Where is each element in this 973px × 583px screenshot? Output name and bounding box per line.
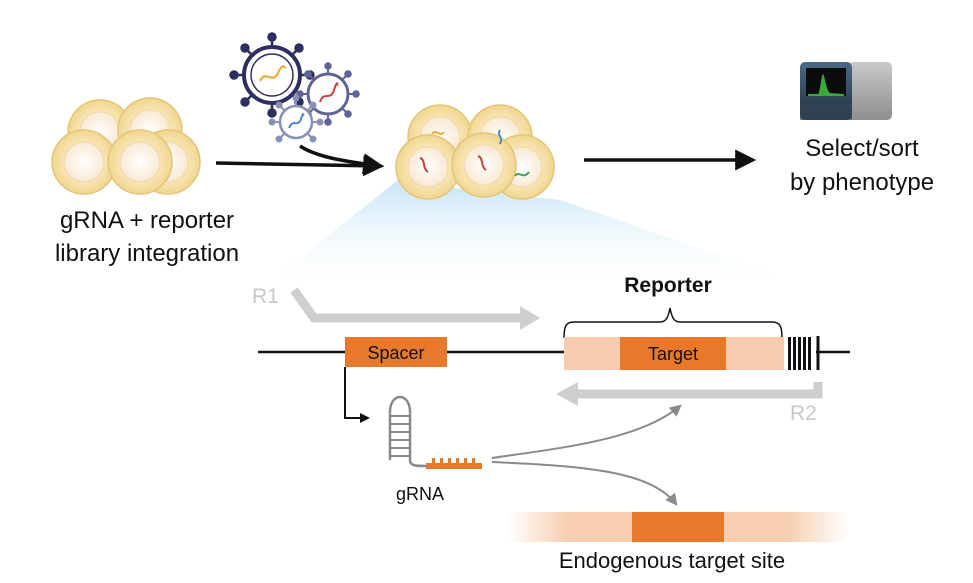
cell-icon: [51, 129, 117, 195]
grna-icon: [388, 395, 482, 469]
transcription-arrow: [344, 367, 362, 419]
spacer-box: [345, 337, 447, 367]
virus-icon: [268, 94, 324, 143]
cell-cluster-left: [51, 97, 201, 195]
select-label-line2: by phenotype: [790, 169, 934, 196]
cell-icon: [395, 134, 461, 200]
integration-label-line1: gRNA + reporter: [60, 207, 234, 234]
cell-icon: [451, 132, 517, 198]
grna-label: gRNA: [396, 484, 444, 504]
cell-cluster-transduced: [395, 104, 555, 200]
r2-primer-arrow: [578, 382, 823, 399]
spacer-label: Spacer: [367, 343, 424, 363]
flow-sorter-icon: [800, 62, 892, 120]
terminator-bars: [788, 337, 811, 370]
zoom-beam: [260, 180, 820, 290]
r1-primer-arrow: [290, 287, 520, 323]
r1-label: R1: [252, 285, 279, 308]
target-endogenous-arrow: [491, 461, 678, 506]
integration-arrow: [215, 155, 385, 177]
virus-icon: [229, 32, 315, 118]
endogenous-target-box: [632, 512, 724, 542]
select-label-line1: Select/sort: [805, 135, 919, 162]
endogenous-label: Endogenous target site: [559, 548, 785, 573]
target-reporter-arrow: [491, 404, 682, 459]
cell-icon: [107, 129, 173, 195]
r2-label: R2: [790, 402, 817, 425]
reporter-label: Reporter: [624, 274, 712, 297]
infection-arrow: [299, 144, 385, 175]
target-label: Target: [648, 344, 698, 364]
integration-label-line2: library integration: [55, 240, 239, 267]
reporter-bracket: [563, 307, 783, 339]
target-box: [620, 337, 726, 370]
